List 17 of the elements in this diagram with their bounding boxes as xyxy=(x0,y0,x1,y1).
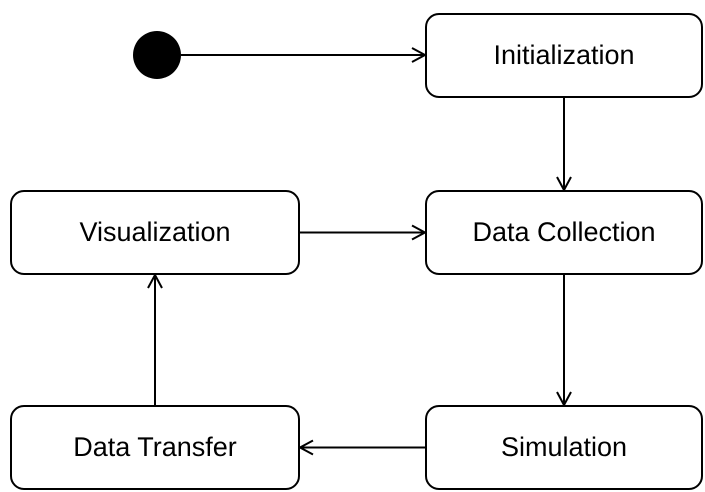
state-box xyxy=(425,405,703,490)
arrow xyxy=(299,440,425,456)
state-box xyxy=(425,190,703,275)
state-label: Simulation xyxy=(500,432,628,463)
arrow xyxy=(556,275,572,406)
arrow xyxy=(181,47,426,63)
state-label: Data Collection xyxy=(472,217,656,248)
start-circle xyxy=(133,31,181,79)
arrow xyxy=(556,98,572,191)
state-label: Initialization xyxy=(493,40,635,71)
state-box xyxy=(425,13,703,98)
state-label: Visualization xyxy=(79,217,231,248)
arrow xyxy=(300,224,426,240)
state-box xyxy=(10,405,300,490)
arrow xyxy=(147,274,163,405)
state-box xyxy=(10,190,300,275)
state-label: Data Transfer xyxy=(73,432,237,463)
